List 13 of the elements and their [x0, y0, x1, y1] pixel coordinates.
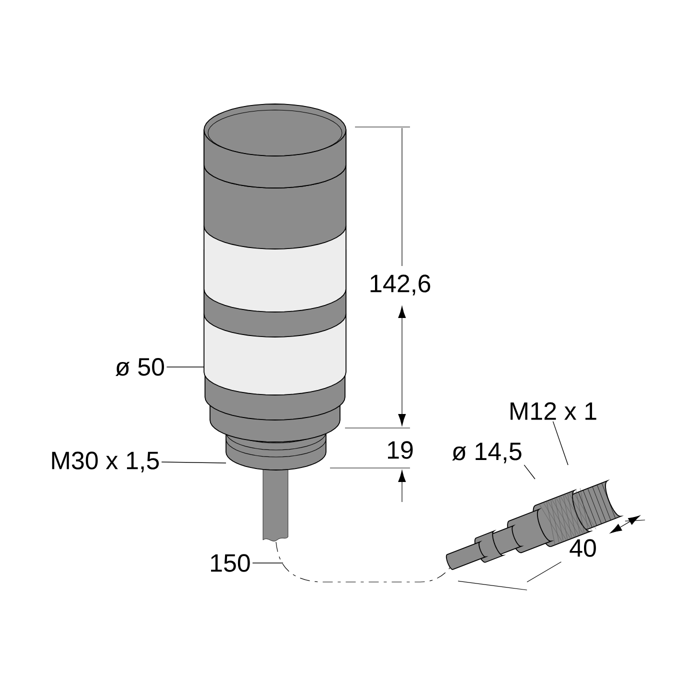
dimension-label: 142,6	[370, 274, 430, 296]
callout-label: 150	[211, 554, 250, 572]
dimension-label: 19	[388, 441, 413, 459]
callout-label: M30 x 1,5	[52, 452, 159, 472]
leader-line	[524, 464, 536, 480]
callout-label: ø 50	[116, 358, 164, 376]
callout-label: M12 x 1	[510, 402, 596, 420]
dimension-label: 40	[570, 539, 596, 557]
leader-line	[166, 366, 204, 368]
leader-line	[552, 421, 568, 466]
callout-label: ø 14,5	[452, 442, 522, 464]
leader-line	[161, 462, 226, 464]
leader-line	[252, 562, 284, 564]
